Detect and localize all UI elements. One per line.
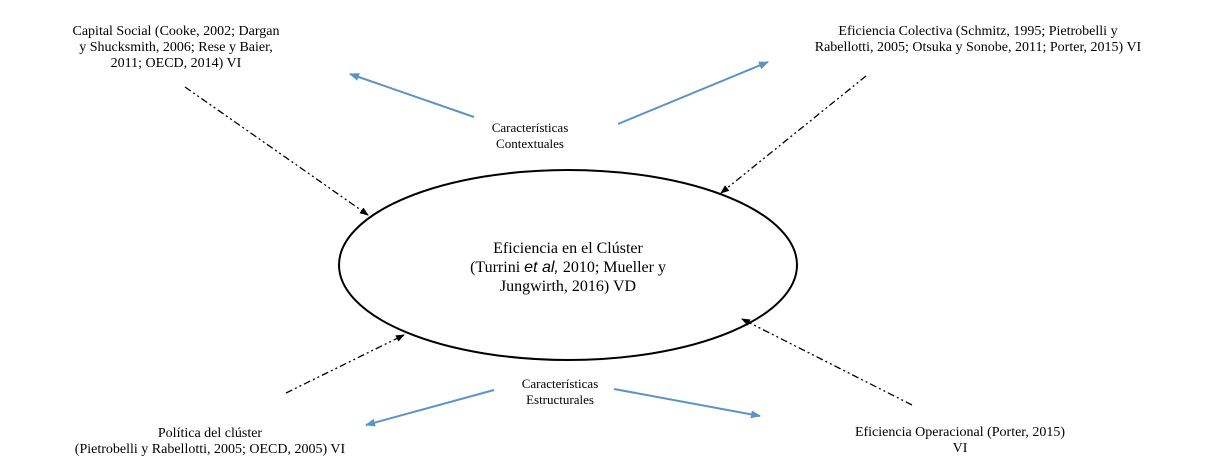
node-eficiencia-cluster: Eficiencia en el Clúster (Turrini et al,… <box>388 239 748 296</box>
arrow-estructurales-to-operacional <box>613 388 761 419</box>
center-line-2-italic: et al, <box>524 259 559 276</box>
node-text-line: 2011; OECD, 2014) VI <box>110 56 242 71</box>
dashed-arrow-politica-to-center <box>285 334 405 394</box>
center-line-1: Eficiencia en el Clúster <box>493 240 643 257</box>
node-text-line: VI <box>952 441 968 456</box>
node-text-line: Contextuales <box>496 136 564 151</box>
node-caracteristicas-estructurales: Características Estructurales <box>470 376 650 408</box>
arrow-estructurales-to-politica <box>365 389 495 427</box>
center-line-2: (Turrini et al, 2010; Mueller y <box>388 258 748 277</box>
center-line-3: Jungwirth, 2016) VD <box>499 278 637 295</box>
node-text-line: Estructurales <box>526 392 594 407</box>
node-text-line: (Pietrobelli y Rabellotti, 2005; OECD, 2… <box>74 442 346 457</box>
arrow-contextuales-to-capital-social <box>349 73 475 118</box>
node-politica-cluster: Política del clúster (Pietrobelli y Rabe… <box>10 426 410 458</box>
center-line-2-post: 2010; Mueller y <box>558 259 666 276</box>
node-capital-social: Capital Social (Cooke, 2002; Dargan y Sh… <box>16 24 336 72</box>
node-text-line: Características <box>521 376 599 391</box>
center-line-2-pre: (Turrini <box>470 259 525 276</box>
node-text-line: Eficiencia Colectiva (Schmitz, 1995; Pie… <box>838 24 1118 39</box>
node-text-line: Capital Social (Cooke, 2002; Dargan <box>72 24 280 39</box>
node-text-line: Características <box>491 120 569 135</box>
dashed-arrow-colectiva-to-center <box>720 75 867 194</box>
dashed-arrow-capital-social-to-center <box>184 86 369 216</box>
central-ellipse <box>338 169 798 361</box>
arrow-contextuales-to-eficiencia-colectiva <box>617 61 769 125</box>
node-text-line: y Shucksmith, 2006; Rese y Baier, <box>79 40 273 55</box>
node-text-line: Rabellotti, 2005; Otsuka y Sonobe, 2011;… <box>814 40 1142 55</box>
node-eficiencia-operacional: Eficiencia Operacional (Porter, 2015) VI <box>800 425 1120 457</box>
node-text-line: Política del clúster <box>157 426 263 441</box>
dashed-arrow-operacional-to-center <box>741 318 913 406</box>
node-eficiencia-colectiva: Eficiencia Colectiva (Schmitz, 1995; Pie… <box>748 24 1207 56</box>
node-caracteristicas-contextuales: Características Contextuales <box>440 120 620 152</box>
node-text-line: Eficiencia Operacional (Porter, 2015) <box>854 425 1066 440</box>
